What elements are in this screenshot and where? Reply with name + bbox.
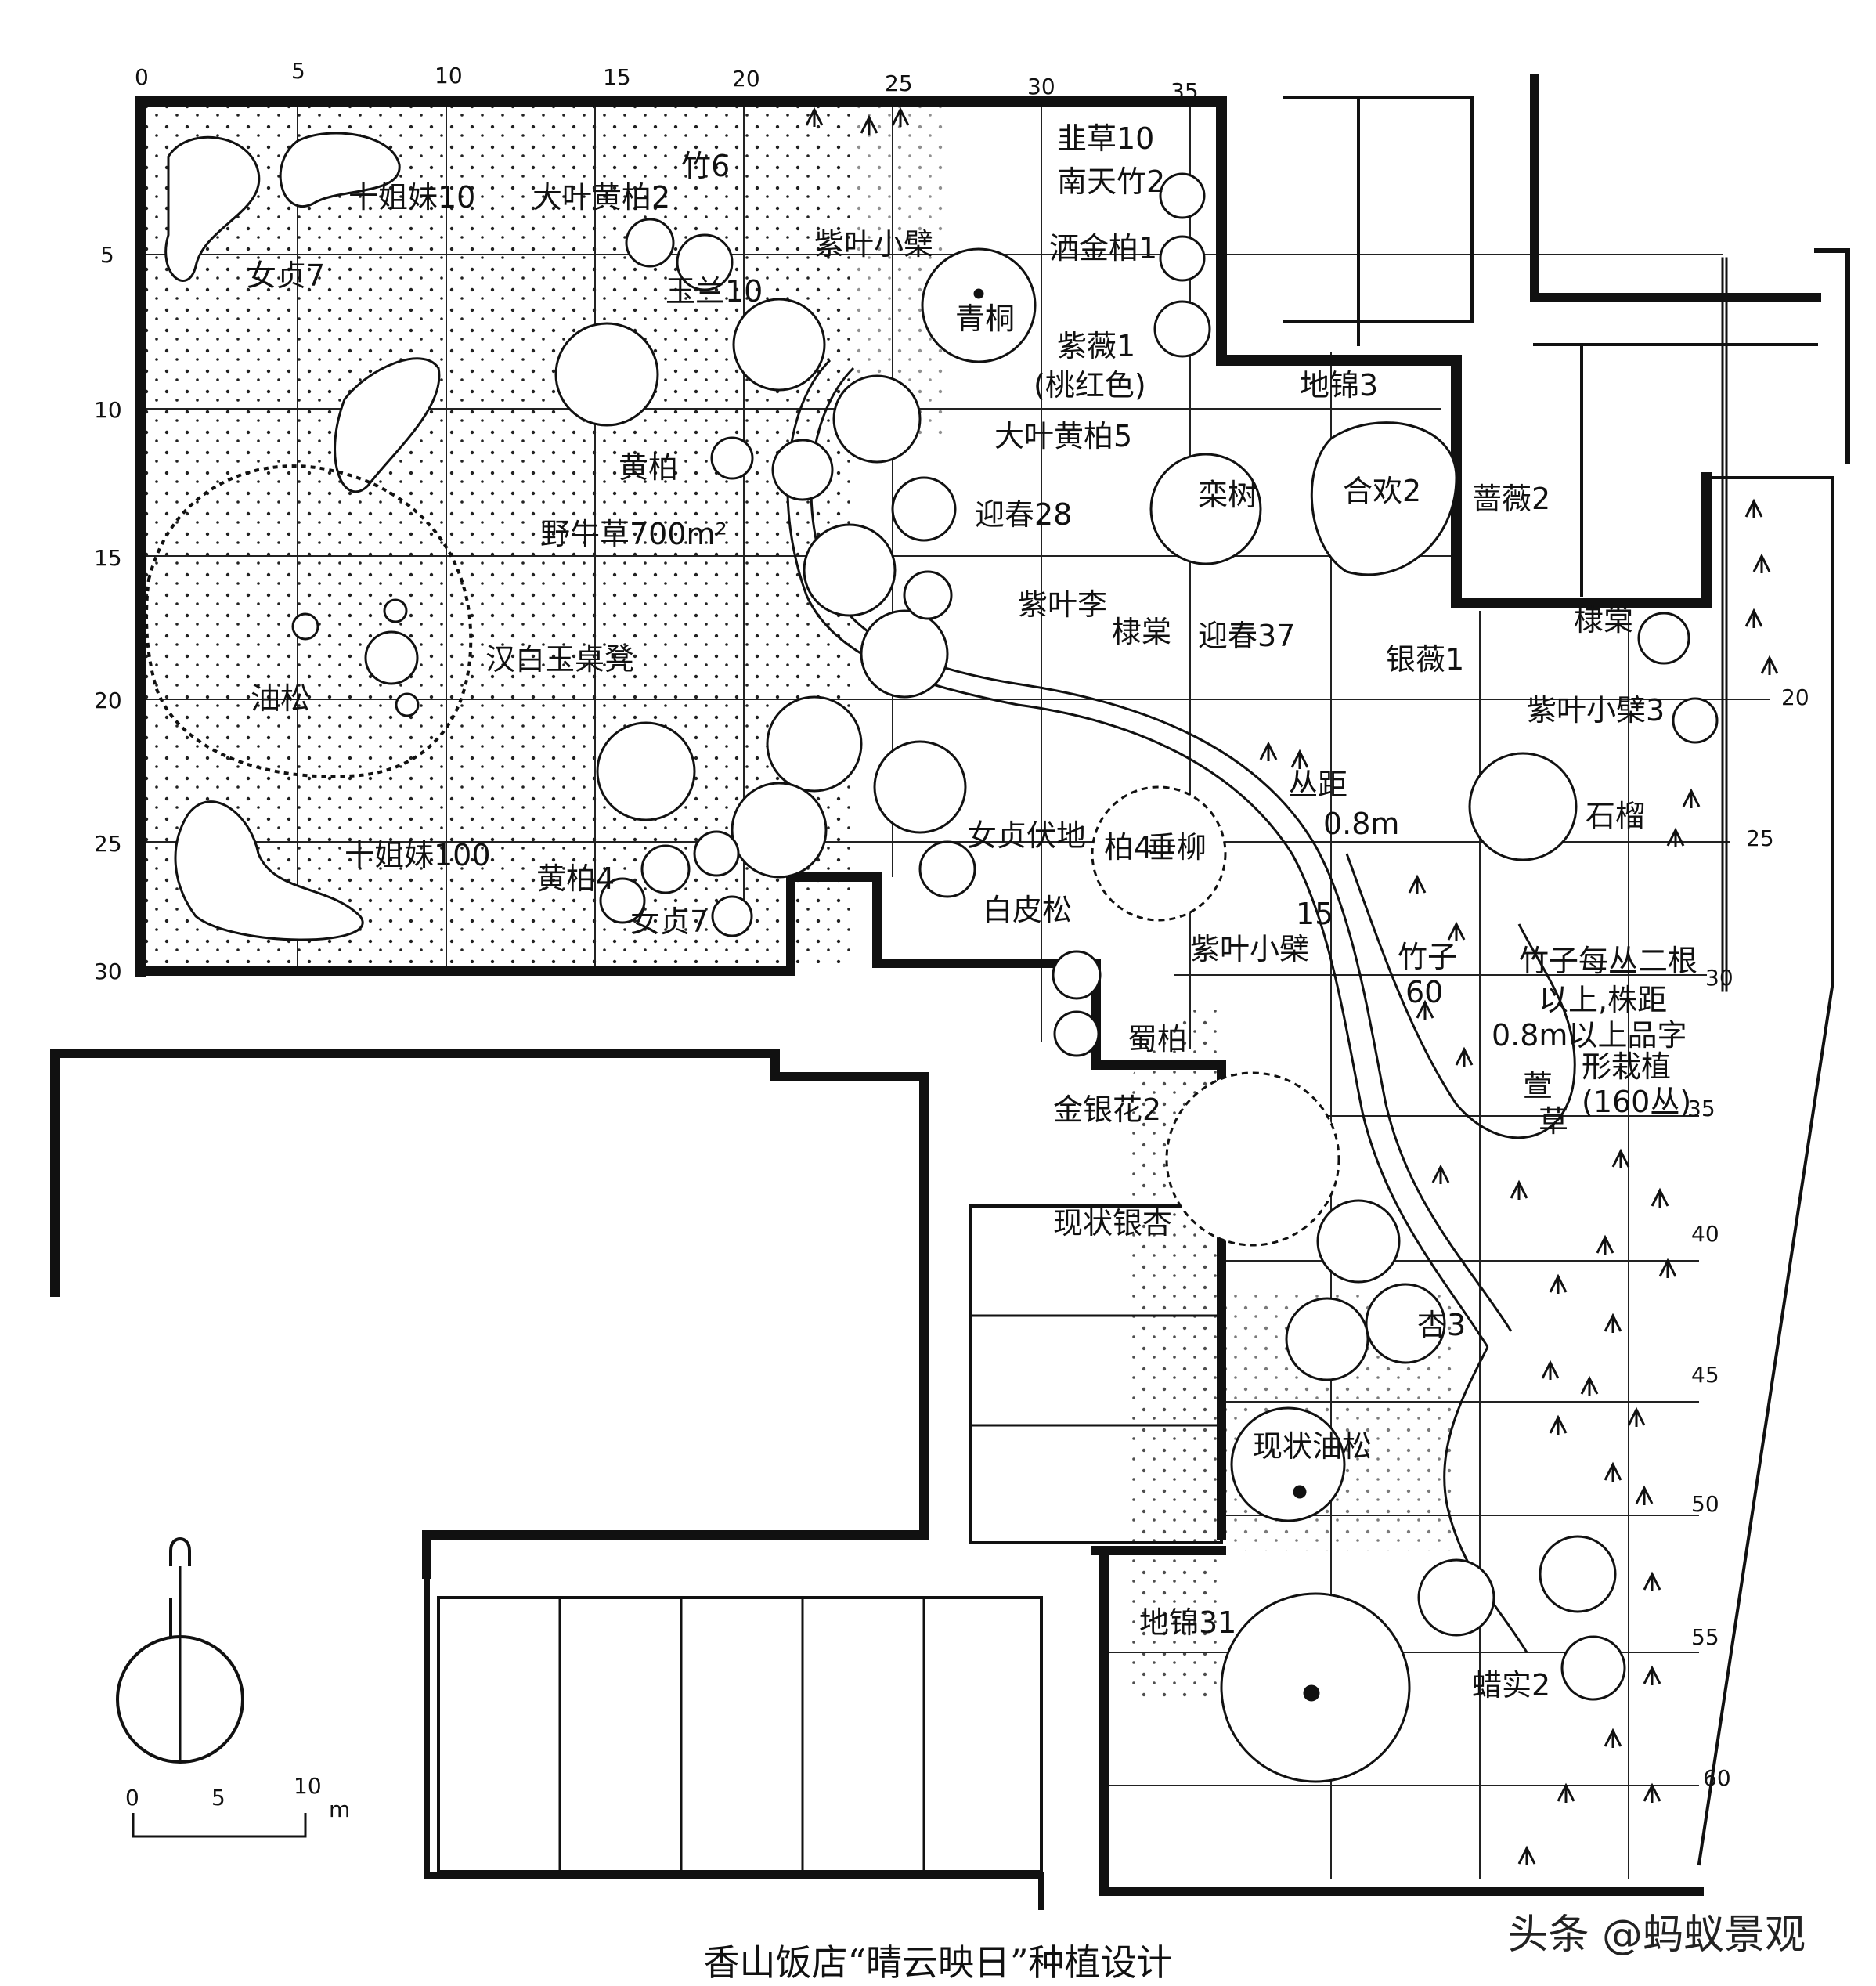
label-yancao-10: 韭草10	[1057, 121, 1154, 156]
label-zhuzi-note: 形栽植	[1582, 1049, 1671, 1084]
axis-right-tick: 20	[1781, 684, 1809, 710]
axis-right: 20 25 30 35 40 45 50 55 60	[1687, 684, 1809, 1791]
label-taohongse: (桃红色)	[1034, 368, 1146, 403]
figure-caption: 香山饭店“晴云映日”种植设计	[703, 1941, 1173, 1984]
label-sajinbai-1: 洒金柏1	[1049, 231, 1157, 265]
scale-unit: m	[329, 1796, 350, 1822]
label-yinwei-1: 银薇1	[1386, 642, 1464, 677]
label-huangbai-4: 黄柏4	[536, 861, 615, 896]
label-zhuzi-60: 60	[1405, 975, 1443, 1009]
label-nvzhen-7-bottom: 女贞7	[630, 905, 709, 939]
trees	[291, 172, 1719, 1783]
label-hehuan-2: 合欢2	[1343, 474, 1421, 508]
axis-top-tick: 0	[135, 64, 149, 90]
label-nvzhen-fudi: 女贞伏地	[967, 818, 1086, 853]
label-dayehuangbai-5: 大叶黄柏5	[994, 419, 1132, 453]
label-shijiemei-100: 十姐妹100	[345, 838, 491, 872]
label-shiliu: 石榴	[1586, 799, 1645, 833]
label-xuancao: 草	[1539, 1104, 1568, 1139]
yousong-grove	[145, 464, 473, 778]
label-yulan-10: 玉兰10	[666, 274, 763, 309]
shrub-masses	[164, 132, 1458, 941]
label-dijin-31: 地锦31	[1139, 1605, 1236, 1640]
label-dicai: 棣棠	[1112, 615, 1171, 649]
label-xuancao: 萱	[1523, 1069, 1553, 1103]
label-shijiemei-10: 十姐妹10	[348, 180, 475, 215]
label-nvzhen-7: 女贞7	[247, 258, 325, 293]
bamboo-symbols	[805, 107, 1779, 1865]
label-chuiliu: 垂柳	[1147, 830, 1207, 865]
label-baipisong: 白皮松	[983, 893, 1072, 927]
scale-five: 5	[211, 1785, 225, 1811]
axis-top-tick: 25	[885, 70, 913, 96]
label-xianzhuang-yinxing: 现状银杏	[1053, 1206, 1172, 1240]
label-zhuzi: 竹子	[1398, 940, 1457, 974]
label-huangbai: 黄柏	[619, 450, 678, 485]
building-walls	[50, 74, 1850, 1910]
axis-left-tick: 15	[94, 545, 122, 571]
label-dayehuangbai-2: 大叶黄柏2	[532, 180, 670, 215]
label-xing-3: 杏3	[1417, 1308, 1466, 1342]
axis-left-tick: 30	[94, 959, 122, 984]
axis-right-tick: 45	[1691, 1362, 1719, 1388]
axis-left-tick: 20	[94, 688, 122, 713]
axis-left-tick: 25	[94, 831, 122, 857]
label-zhuzi-note: 以上,株距	[1539, 983, 1667, 1017]
label-ziyexiaonie: 紫叶小檗	[814, 227, 933, 262]
label-ziyexiaonie-mid: 紫叶小檗	[1190, 932, 1309, 966]
label-zhuzi-note: 竹子每丛二根	[1519, 944, 1697, 978]
axis-right-tick: 50	[1691, 1491, 1719, 1517]
label-zhuzi-note: (160丛)	[1582, 1085, 1691, 1119]
label-ziwei-1: 紫薇1	[1057, 329, 1135, 363]
label-qiangwei-2: 蔷薇2	[1472, 482, 1550, 516]
label-zhu-6: 竹6	[681, 149, 730, 183]
label-zhuzi-note: 0.8m以上品字	[1492, 1018, 1687, 1053]
axis-top-tick: 15	[603, 64, 631, 90]
label-yingchun-28: 迎春28	[975, 497, 1072, 532]
axis-top-tick: 5	[291, 58, 305, 84]
label-yingchun-37: 迎春37	[1198, 619, 1295, 653]
label-congju-val: 0.8m	[1323, 807, 1399, 841]
label-xianzhuang-yousong: 现状油松	[1253, 1429, 1372, 1464]
axis-left-tick: 10	[94, 397, 122, 423]
label-hanbaiyu: 汉白玉桌凳	[485, 642, 634, 677]
axis-right-tick: 25	[1746, 825, 1774, 851]
axis-right-tick: 55	[1691, 1624, 1719, 1650]
label-num-15: 15	[1296, 897, 1333, 931]
axis-top-tick: 30	[1027, 74, 1055, 99]
label-ziyeli: 紫叶李	[1018, 587, 1107, 622]
scale-ten: 10	[294, 1773, 322, 1799]
axis-top-tick: 35	[1171, 78, 1199, 104]
label-yechaocao: 野牛草700m²	[540, 517, 727, 551]
watermark: 头条 @蚂蚁景观	[1507, 1912, 1806, 1959]
label-lashi-2: 蜡实2	[1472, 1668, 1550, 1703]
label-luanshu: 栾树	[1198, 478, 1257, 512]
axis-left-tick: 5	[100, 242, 114, 268]
scale-bar: 0 5 10 m	[125, 1773, 350, 1838]
axis-right-tick: 40	[1691, 1221, 1719, 1247]
label-shubai: 蜀柏	[1127, 1022, 1187, 1056]
axis-top: 0 5 10 15 20 25 30 35	[135, 58, 1199, 104]
label-congju: 丛距	[1288, 767, 1347, 802]
axis-top-tick: 10	[435, 63, 463, 88]
label-dicai-2: 棣棠	[1574, 603, 1633, 637]
north-arrow	[116, 1537, 244, 1764]
label-jinyinhua-2: 金银花2	[1053, 1092, 1161, 1127]
axis-right-tick: 35	[1687, 1096, 1715, 1121]
label-dijin-3: 地锦3	[1300, 368, 1378, 403]
label-nantianzhu-2: 南天竹2	[1057, 164, 1165, 199]
plant-labels: 十姐妹10 女贞7 大叶黄柏2 竹6 玉兰10 紫叶小檗 青桐 韭草10 南天竹…	[247, 121, 1697, 1703]
label-bai-4: 柏4	[1104, 830, 1153, 865]
label-youpo: 油松	[251, 681, 310, 716]
axis-top-tick: 20	[732, 66, 760, 92]
scale-zero: 0	[125, 1785, 139, 1811]
label-qingtong: 青桐	[955, 302, 1015, 336]
axis-right-tick: 60	[1703, 1765, 1731, 1791]
axis-right-tick: 30	[1705, 965, 1733, 991]
axis-left: 5 10 15 20 25 30	[94, 242, 122, 984]
label-ziyexiaonie-3: 紫叶小檗3	[1527, 693, 1665, 728]
